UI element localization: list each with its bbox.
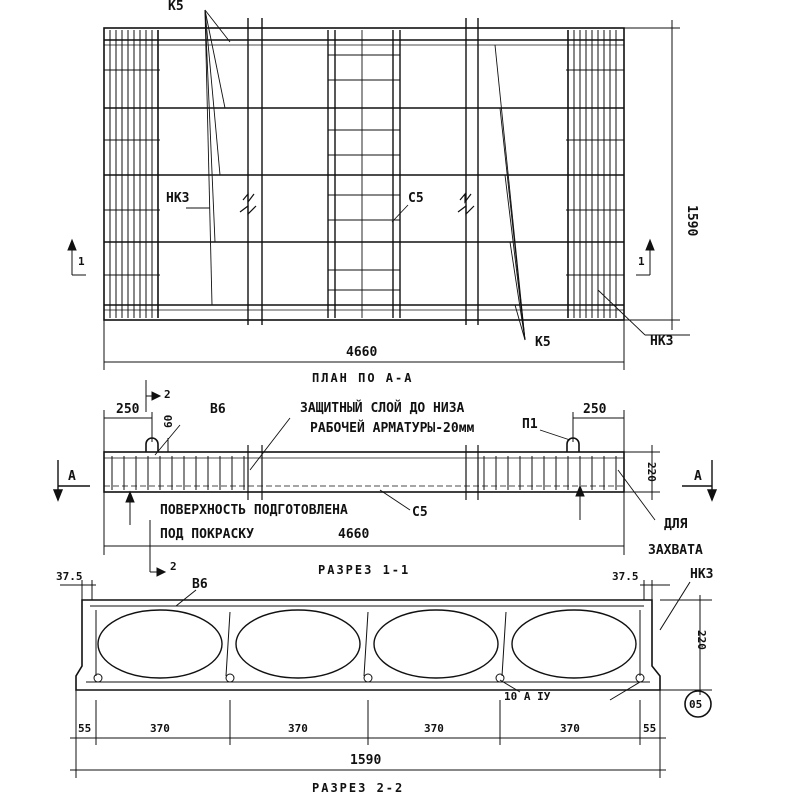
section2-dim-total: 1590 (350, 753, 381, 768)
section2-dim-height: 220 (695, 630, 708, 650)
plan-k5-leaders-bottom (494, 44, 526, 341)
plan-label-nk3-left: НК3 (166, 191, 189, 206)
plan-mesh-left (104, 30, 160, 318)
plan-dim-width: 4660 (346, 345, 377, 360)
section2-title: РАЗРЕЗ 2-2 (312, 781, 404, 795)
plan-section-mark-left: 1 (78, 255, 85, 268)
section2-dim-edge-left: 37.5 (56, 570, 83, 583)
section2-void-4 (511, 609, 637, 679)
section1-dim-loop: 60 (162, 415, 175, 428)
plan-slab-outline (103, 27, 625, 321)
section-1-1 (52, 380, 718, 577)
plan-label-k5-top: К5 (168, 0, 184, 14)
section1-note-surface-line1: ПОВЕРХНОСТЬ ПОДГОТОВЛЕНА (160, 503, 348, 518)
section2-rebar-mark-circle (684, 690, 712, 718)
section2-dim-5: 370 (560, 722, 580, 735)
section1-label-p1: П1 (522, 417, 538, 432)
section1-stirrups-right (483, 456, 617, 490)
section1-a-marks (52, 460, 718, 502)
section1-dim-right: 250 (583, 402, 607, 417)
section1-label-a-right: А (694, 469, 702, 484)
section2-dimension-lines (60, 580, 712, 778)
plan-section-mark-right: 1 (638, 255, 645, 268)
section1-section-mark-top: 2 (164, 388, 171, 401)
plan-break-lines (247, 18, 479, 325)
plan-title: ПЛАН ПО А-А (312, 371, 413, 385)
section1-dimension-lines (103, 380, 660, 555)
section1-note-cover-line1: ЗАЩИТНЫЙ СЛОЙ ДО НИЗА (300, 400, 465, 416)
section2-dim-edge-right: 37.5 (612, 570, 639, 583)
plan-view (67, 9, 690, 370)
plan-dimension-lines (67, 20, 680, 370)
section1-note-grip-line1: ДЛЯ (664, 517, 688, 532)
plan-cage-c5 (327, 30, 401, 318)
section2-dim-3: 370 (288, 722, 308, 735)
section2-dim-4: 370 (424, 722, 444, 735)
plan-mesh-right (566, 30, 624, 318)
section1-section-mark-bottom: 2 (170, 560, 177, 573)
section1-dim-length: 4660 (338, 527, 369, 542)
plan-dim-height: 1590 (684, 205, 699, 236)
section1-stirrups-left (111, 456, 245, 490)
section2-rebar (93, 610, 645, 683)
section1-note-surface-line2: ПОД ПОКРАСКУ (160, 527, 254, 542)
section2-dim-2: 370 (150, 722, 170, 735)
section1-note-grip-line2: ЗАХВАТА (648, 543, 703, 558)
section2-void-3 (373, 609, 499, 679)
section2-rebar-label: 10 А IУ (504, 690, 551, 703)
section1-dim-left: 250 (116, 402, 140, 417)
plan-k5-leaders-top (204, 9, 231, 306)
section1-label-a-left: А (68, 469, 76, 484)
section2-dim-1: 55 (78, 722, 91, 735)
plan-label-c5: С5 (408, 191, 424, 206)
section2-label-b6: В6 (192, 577, 208, 592)
plan-label-k5-bottom: К5 (535, 335, 551, 350)
section2-void-2 (235, 609, 361, 679)
section1-dim-height: 220 (645, 462, 658, 482)
section1-slab-outline (103, 451, 625, 493)
section-2-2 (60, 580, 712, 778)
plan-label-nk3-right: НК3 (650, 334, 673, 349)
section2-rebar-mark: 05 (689, 698, 702, 711)
section2-label-nk3: НК3 (690, 567, 713, 582)
section1-label-c5: С5 (412, 505, 428, 520)
section1-label-b6: В6 (210, 402, 226, 417)
section2-dim-6: 55 (643, 722, 656, 735)
section1-title: РАЗРЕЗ 1-1 (318, 563, 410, 577)
section2-void-1 (97, 609, 223, 679)
section1-note-cover-line2: РАБОЧЕЙ АРМАТУРЫ-20мм (310, 420, 475, 436)
